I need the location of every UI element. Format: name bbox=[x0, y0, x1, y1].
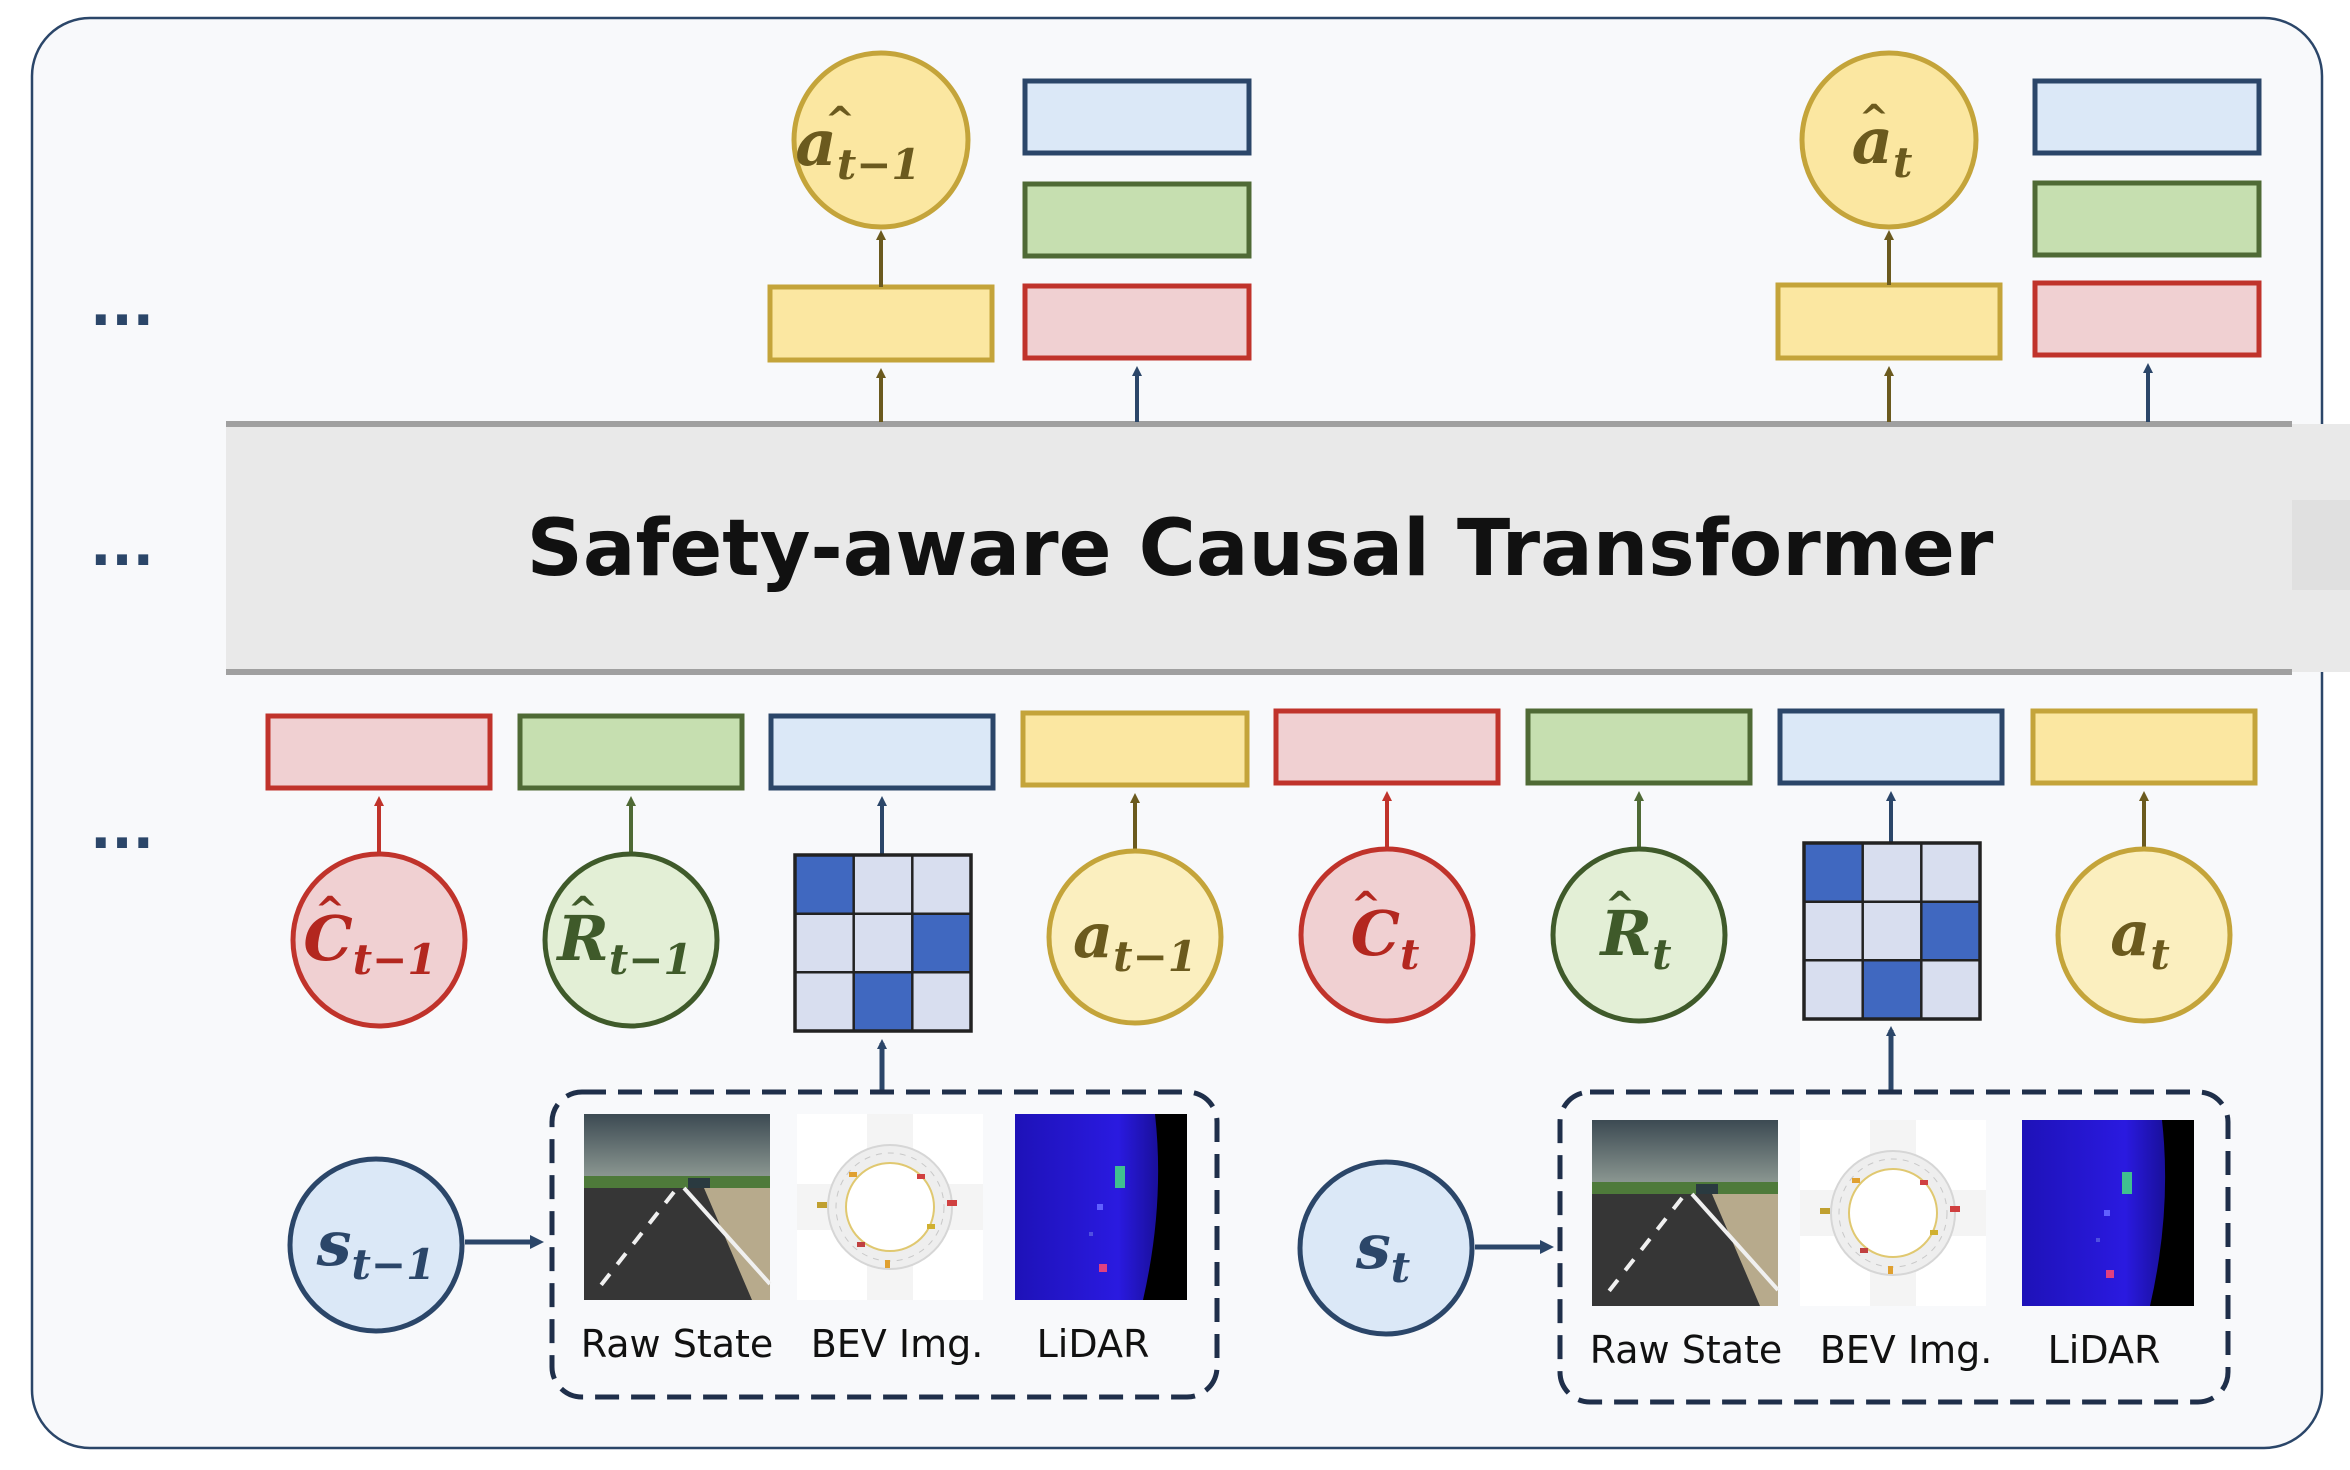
lidar-label-t: LiDAR bbox=[2048, 1328, 2161, 1372]
svg-text:^: ^ bbox=[1351, 885, 1381, 926]
state-group-prev: st−1 Raw State BEV Img. LiDAR bbox=[287, 1089, 1220, 1400]
input-token-cost-prev bbox=[265, 713, 493, 791]
svg-text:at−1: at−1 bbox=[795, 106, 920, 189]
input-token-action-prev bbox=[1020, 710, 1250, 788]
input-token-return-prev bbox=[517, 713, 745, 791]
ellipsis-middle: ... bbox=[90, 514, 154, 579]
node-a-hat-prev: at−1 ^ bbox=[791, 50, 971, 230]
bev-image-prev bbox=[796, 1113, 984, 1301]
svg-text:^: ^ bbox=[568, 890, 598, 931]
node-s-t-label: st bbox=[1355, 1210, 1410, 1292]
observation-box-t bbox=[1557, 1089, 2231, 1405]
output-token-action-t bbox=[1775, 282, 2003, 361]
output-group-t: at ^ bbox=[1775, 50, 2262, 422]
raw-state-image-prev bbox=[582, 1112, 772, 1302]
svg-text:Rt−1: Rt−1 bbox=[555, 902, 692, 984]
input-arrows bbox=[374, 791, 2149, 1092]
node-r-t: Rt ^ bbox=[1550, 846, 1728, 1024]
lidar-image-prev bbox=[1015, 1114, 1187, 1300]
state-grid-t bbox=[1802, 841, 1982, 1021]
input-token-action-t bbox=[2030, 708, 2258, 786]
node-s-prev bbox=[287, 1156, 465, 1334]
output-token-action-prev bbox=[767, 284, 995, 363]
node-a-t: at bbox=[2055, 846, 2233, 1024]
state-group-t: st Raw State BEV Img. LiDAR bbox=[1297, 1089, 2231, 1405]
svg-text:at−1: at−1 bbox=[1073, 899, 1197, 981]
svg-text:^: ^ bbox=[1859, 98, 1889, 139]
node-c-prev: Ct−1 ^ bbox=[290, 851, 468, 1029]
output-token-return-t bbox=[2032, 180, 2262, 258]
node-a-hat-t: at ^ bbox=[1799, 50, 1979, 230]
lidar-image-t bbox=[2022, 1120, 2194, 1306]
node-r-prev: Rt−1 ^ bbox=[542, 851, 720, 1029]
input-token-state-t bbox=[1777, 708, 2005, 786]
output-token-return-prev bbox=[1022, 181, 1252, 259]
bev-image-t bbox=[1799, 1119, 1987, 1307]
node-s-prev-label: st−1 bbox=[316, 1207, 436, 1289]
node-c-t: Ct ^ bbox=[1298, 846, 1476, 1024]
svg-text:^: ^ bbox=[1605, 885, 1635, 926]
node-a-prev: at−1 bbox=[1046, 848, 1224, 1026]
output-token-state-t bbox=[2032, 78, 2262, 156]
svg-text:Ct−1: Ct−1 bbox=[303, 902, 436, 984]
node-s-t bbox=[1297, 1159, 1475, 1337]
svg-text:at: at bbox=[2110, 897, 2170, 979]
input-token-row bbox=[265, 708, 2258, 791]
output-token-cost-prev bbox=[1022, 283, 1252, 361]
raw-state-label-prev: Raw State bbox=[581, 1322, 774, 1366]
input-token-cost-t bbox=[1273, 708, 1501, 786]
output-token-cost-t bbox=[2032, 280, 2262, 358]
ellipsis-top: ... bbox=[90, 274, 154, 339]
state-grid-prev bbox=[793, 853, 973, 1033]
svg-text:Rt: Rt bbox=[1599, 897, 1672, 979]
lidar-label-prev: LiDAR bbox=[1037, 1322, 1150, 1366]
transformer-title: Safety-aware Causal Transformer bbox=[527, 504, 1994, 594]
ellipsis-bottom: ... bbox=[90, 797, 154, 862]
bev-label-prev: BEV Img. bbox=[811, 1322, 984, 1366]
transformer-block: Safety-aware Causal Transformer bbox=[226, 421, 2350, 675]
bev-label-t: BEV Img. bbox=[1820, 1328, 1993, 1372]
svg-text:^: ^ bbox=[315, 890, 345, 931]
svg-text:^: ^ bbox=[825, 100, 855, 141]
input-token-state-prev bbox=[768, 713, 996, 791]
observation-box-prev bbox=[549, 1089, 1220, 1400]
output-token-state-prev bbox=[1022, 78, 1252, 156]
raw-state-label-t: Raw State bbox=[1590, 1328, 1783, 1372]
raw-state-image-t bbox=[1590, 1118, 1780, 1308]
input-token-return-t bbox=[1525, 708, 1753, 786]
output-group-prev: at−1 ^ bbox=[767, 50, 1252, 422]
svg-text:Ct: Ct bbox=[1351, 897, 1420, 979]
svg-text:at: at bbox=[1852, 104, 1913, 187]
